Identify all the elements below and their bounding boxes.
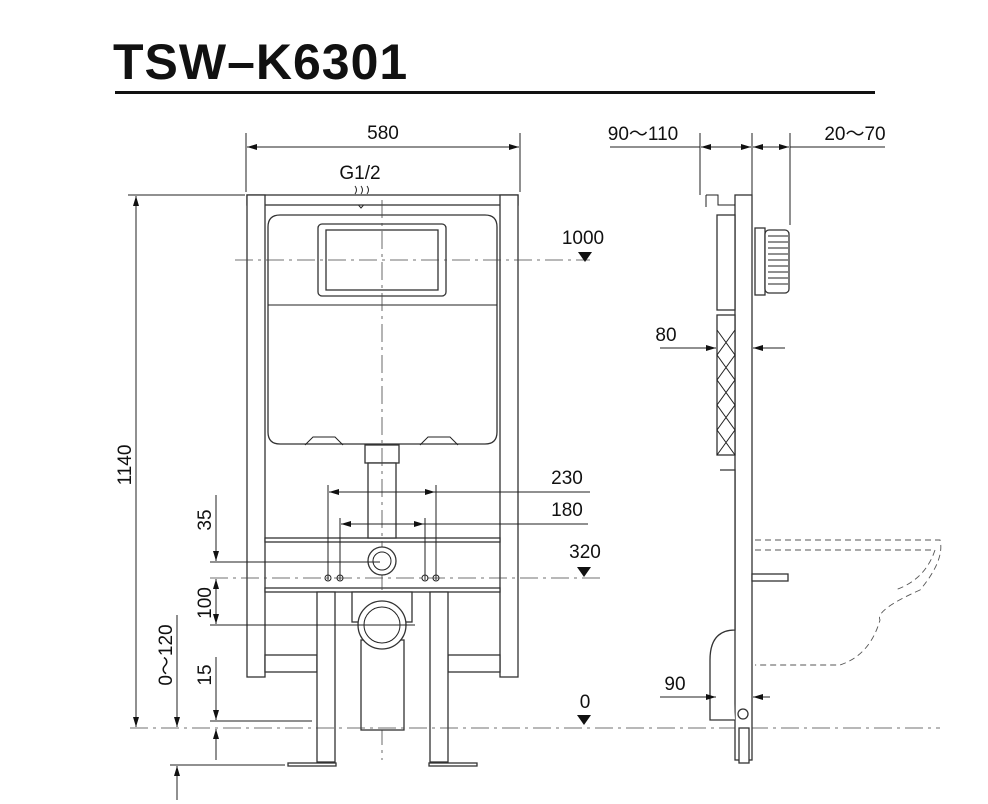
height-1140-label: 1140 (115, 445, 136, 486)
title-underline (115, 91, 875, 94)
front-view: 580 G1/2 1000 230 180 320 (115, 123, 940, 800)
level-320-label: 320 (569, 542, 601, 563)
model-title: TSW–K6301 (113, 34, 409, 90)
inlet-label: G1/2 (339, 163, 380, 184)
dim-15-label: 15 (195, 664, 216, 685)
dim-35-label: 35 (195, 509, 216, 530)
dim-180-label: 180 (551, 500, 583, 521)
side-view: 90～110 20～70 80 90 (608, 124, 942, 764)
level-0-label: 0 (580, 692, 591, 713)
plate-20-70-label: 20～70 (824, 124, 885, 145)
width-dimension-label: 580 (367, 123, 399, 144)
depth-90-110-label: 90～110 (608, 124, 678, 145)
dim-0-120-label: 0～120 (156, 624, 177, 685)
level-1000-label: 1000 (562, 228, 604, 249)
dim-100-label: 100 (195, 587, 216, 619)
dim-90-label: 90 (664, 674, 685, 695)
dim-80-label: 80 (655, 325, 676, 346)
dim-230-label: 230 (551, 468, 583, 489)
